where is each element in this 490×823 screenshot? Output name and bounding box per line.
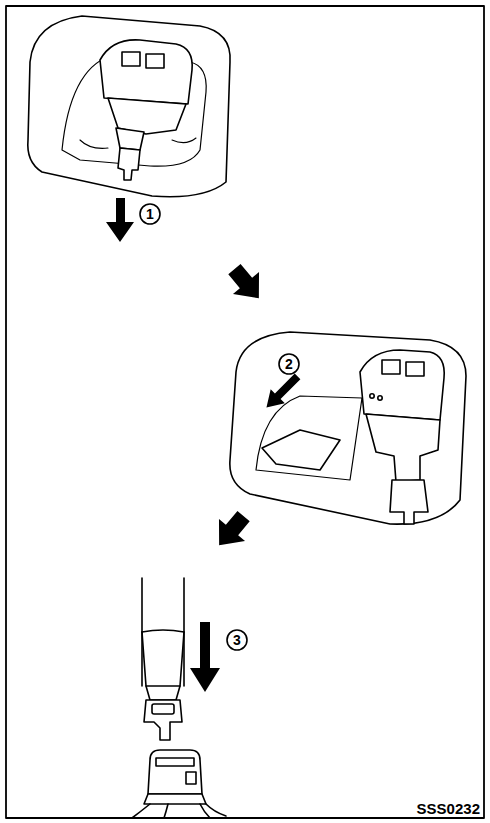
figure-code: SSS0232 (417, 800, 480, 817)
callout-number: 1 (146, 206, 154, 222)
callout-number: 2 (285, 356, 293, 372)
step-arrow (206, 505, 256, 556)
frame (6, 6, 484, 818)
belt-webbing (142, 578, 184, 700)
callout-number: 3 (233, 632, 241, 648)
buckle-in-hand (132, 750, 226, 818)
seat-panel-released (230, 332, 466, 524)
callout-circle (227, 630, 247, 650)
callout-circle (279, 354, 299, 374)
callout-circle (140, 204, 160, 224)
pull-arrow (259, 369, 304, 414)
belt-tongue (144, 700, 182, 740)
insert-arrow (190, 622, 220, 692)
step-arrow (221, 258, 271, 309)
pull-arrow (106, 198, 134, 242)
seat-panel-stowed (28, 16, 230, 197)
